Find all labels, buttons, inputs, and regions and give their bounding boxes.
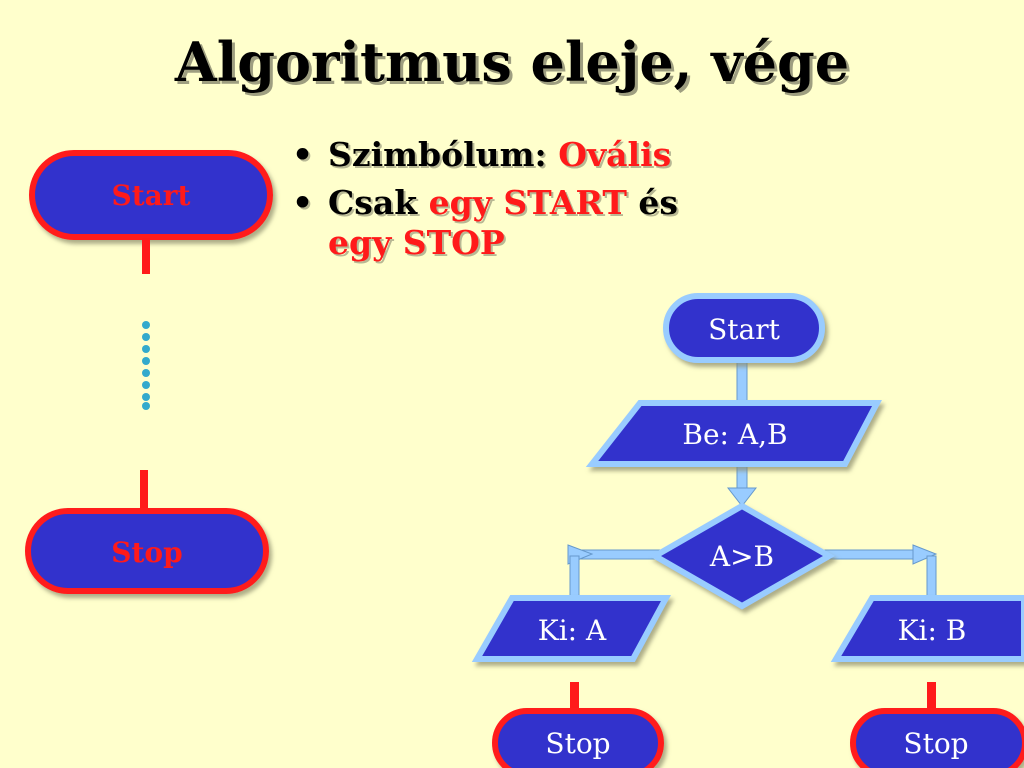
left-connector-top — [142, 238, 150, 274]
flow-decision-diamond: A>B — [648, 502, 836, 610]
flow-stop-left-terminal: Stop — [492, 708, 664, 768]
flow-output-right-parallelogram: Ki: B — [830, 595, 1024, 662]
left-ellipsis-dots — [142, 321, 150, 410]
left-connector-bottom — [140, 470, 148, 510]
bullet-symbol-highlight: Ovális — [558, 135, 672, 174]
bullet-and: és — [626, 183, 678, 222]
flow-stop-right-terminal: Stop — [850, 708, 1024, 768]
flow-start-label: Start — [708, 313, 781, 346]
left-start-label: Start — [112, 179, 191, 212]
bullet-list: Szimbólum: Ovális Csak egy START és egy S… — [290, 135, 678, 271]
flow-connector-right-stop — [927, 682, 936, 712]
bullet-only-one-prefix: Csak — [328, 183, 429, 222]
left-stop-label: Stop — [111, 536, 182, 569]
flow-input-label: Be: A,B — [682, 418, 787, 451]
bullet-symbol-prefix: Szimbólum: — [328, 135, 559, 174]
flow-stop-right-label: Stop — [903, 727, 968, 760]
flow-connector-left-stop — [570, 682, 579, 712]
flow-stop-left-label: Stop — [545, 727, 610, 760]
flow-start-terminal: Start — [663, 293, 825, 363]
flow-output-right-label: Ki: B — [898, 614, 967, 647]
bullet-only-one: Csak egy START és egy STOP — [290, 183, 678, 263]
page-title: Algoritmus eleje, vége — [174, 30, 850, 94]
flow-input-parallelogram: Be: A,B — [585, 400, 882, 467]
bullet-one-start: egy START — [428, 183, 627, 222]
flow-output-left-label: Ki: A — [538, 614, 607, 647]
flow-decision-label: A>B — [709, 540, 774, 573]
bullet-symbol: Szimbólum: Ovális — [290, 135, 678, 175]
left-stop-terminal: Stop — [25, 508, 269, 594]
left-start-terminal: Start — [29, 150, 273, 240]
flow-output-left-parallelogram: Ki: A — [471, 595, 672, 662]
bullet-one-stop: egy STOP — [328, 223, 505, 262]
